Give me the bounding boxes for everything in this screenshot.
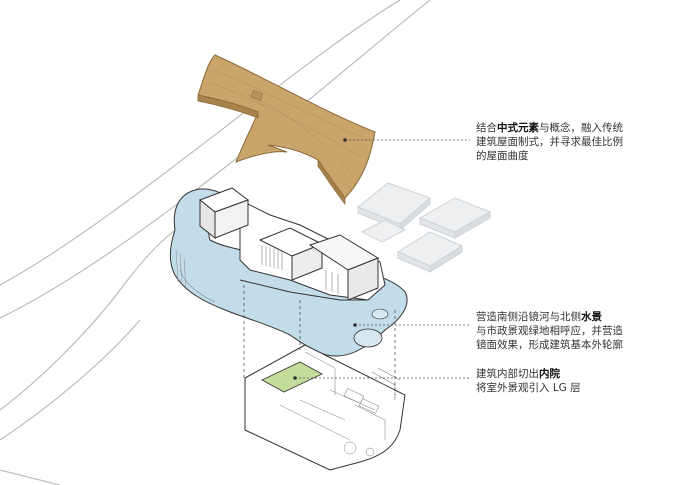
lower-ground-plan [244,344,406,471]
leader-lines [295,139,470,379]
water-annotation-line-3: 镜面效果，形成建筑基本外轮廓 [476,339,623,351]
water-annotation-line-1: 营造南侧沿镜河与北侧水景 [476,311,602,323]
courtyard-annotation-line-2: 将室外景观引入 LG 层 [476,382,581,394]
water-annotation: 营造南侧沿镜河与北侧水景 与市政景观绿地相呼应，并营造 镜面效果，形成建筑基本外… [476,310,623,352]
roof-annotation-line-3: 的屋面曲度 [476,150,529,162]
courtyard-annotation: 建筑内部切出内院 将室外景观引入 LG 层 [476,367,581,395]
building-massing [199,187,386,301]
roof-annotation-line-2: 建筑屋面制式，并寻求最佳比例 [476,136,623,148]
courtyard-annotation-line-1: 建筑内部切出内院 [476,368,560,380]
alignment-lines [243,285,396,395]
water-annotation-line-2: 与市政景观绿地相呼应，并营造 [476,325,623,337]
curved-roof [197,54,376,206]
site-road-lines [0,0,431,485]
ghost-buildings [357,182,492,273]
roof-annotation: 结合中式元素与概念，融入传统 建筑屋面制式，并寻求最佳比例 的屋面曲度 [476,121,623,163]
leader-dots [293,138,357,380]
roof-annotation-line-1: 结合中式元素与概念，融入传统 [476,122,623,134]
